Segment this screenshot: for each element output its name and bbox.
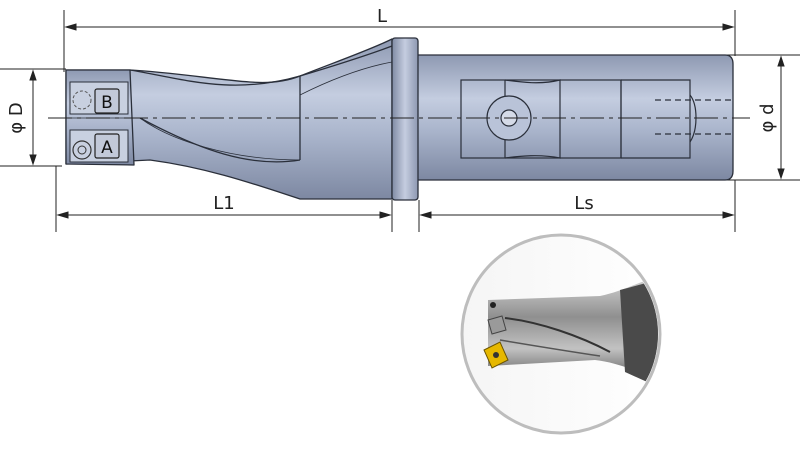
product-photo [460, 233, 662, 435]
label-shank-diameter: φ d [757, 103, 778, 132]
dimension-cutting-diameter [0, 68, 66, 167]
label-cutting-diameter: φ D [6, 102, 27, 133]
insert-inner: A [69, 129, 129, 163]
dimension-overall-length [63, 10, 736, 72]
torx-screw-icon [72, 90, 92, 110]
collar [391, 37, 419, 201]
dimension-shank-length [418, 180, 736, 232]
insert-inner-label: A [101, 138, 113, 158]
flute-body [65, 38, 393, 200]
label-flute-length: L1 [213, 193, 234, 214]
label-shank-length: Ls [574, 193, 593, 214]
dimension-shank-diameter [725, 54, 800, 181]
torx-screw-icon [72, 140, 92, 160]
insert-outer: B [69, 81, 129, 115]
drill-body [65, 37, 734, 201]
label-overall-length: L [377, 6, 387, 27]
insert-outer-label: B [101, 93, 113, 113]
dimension-flute-length [55, 166, 393, 232]
